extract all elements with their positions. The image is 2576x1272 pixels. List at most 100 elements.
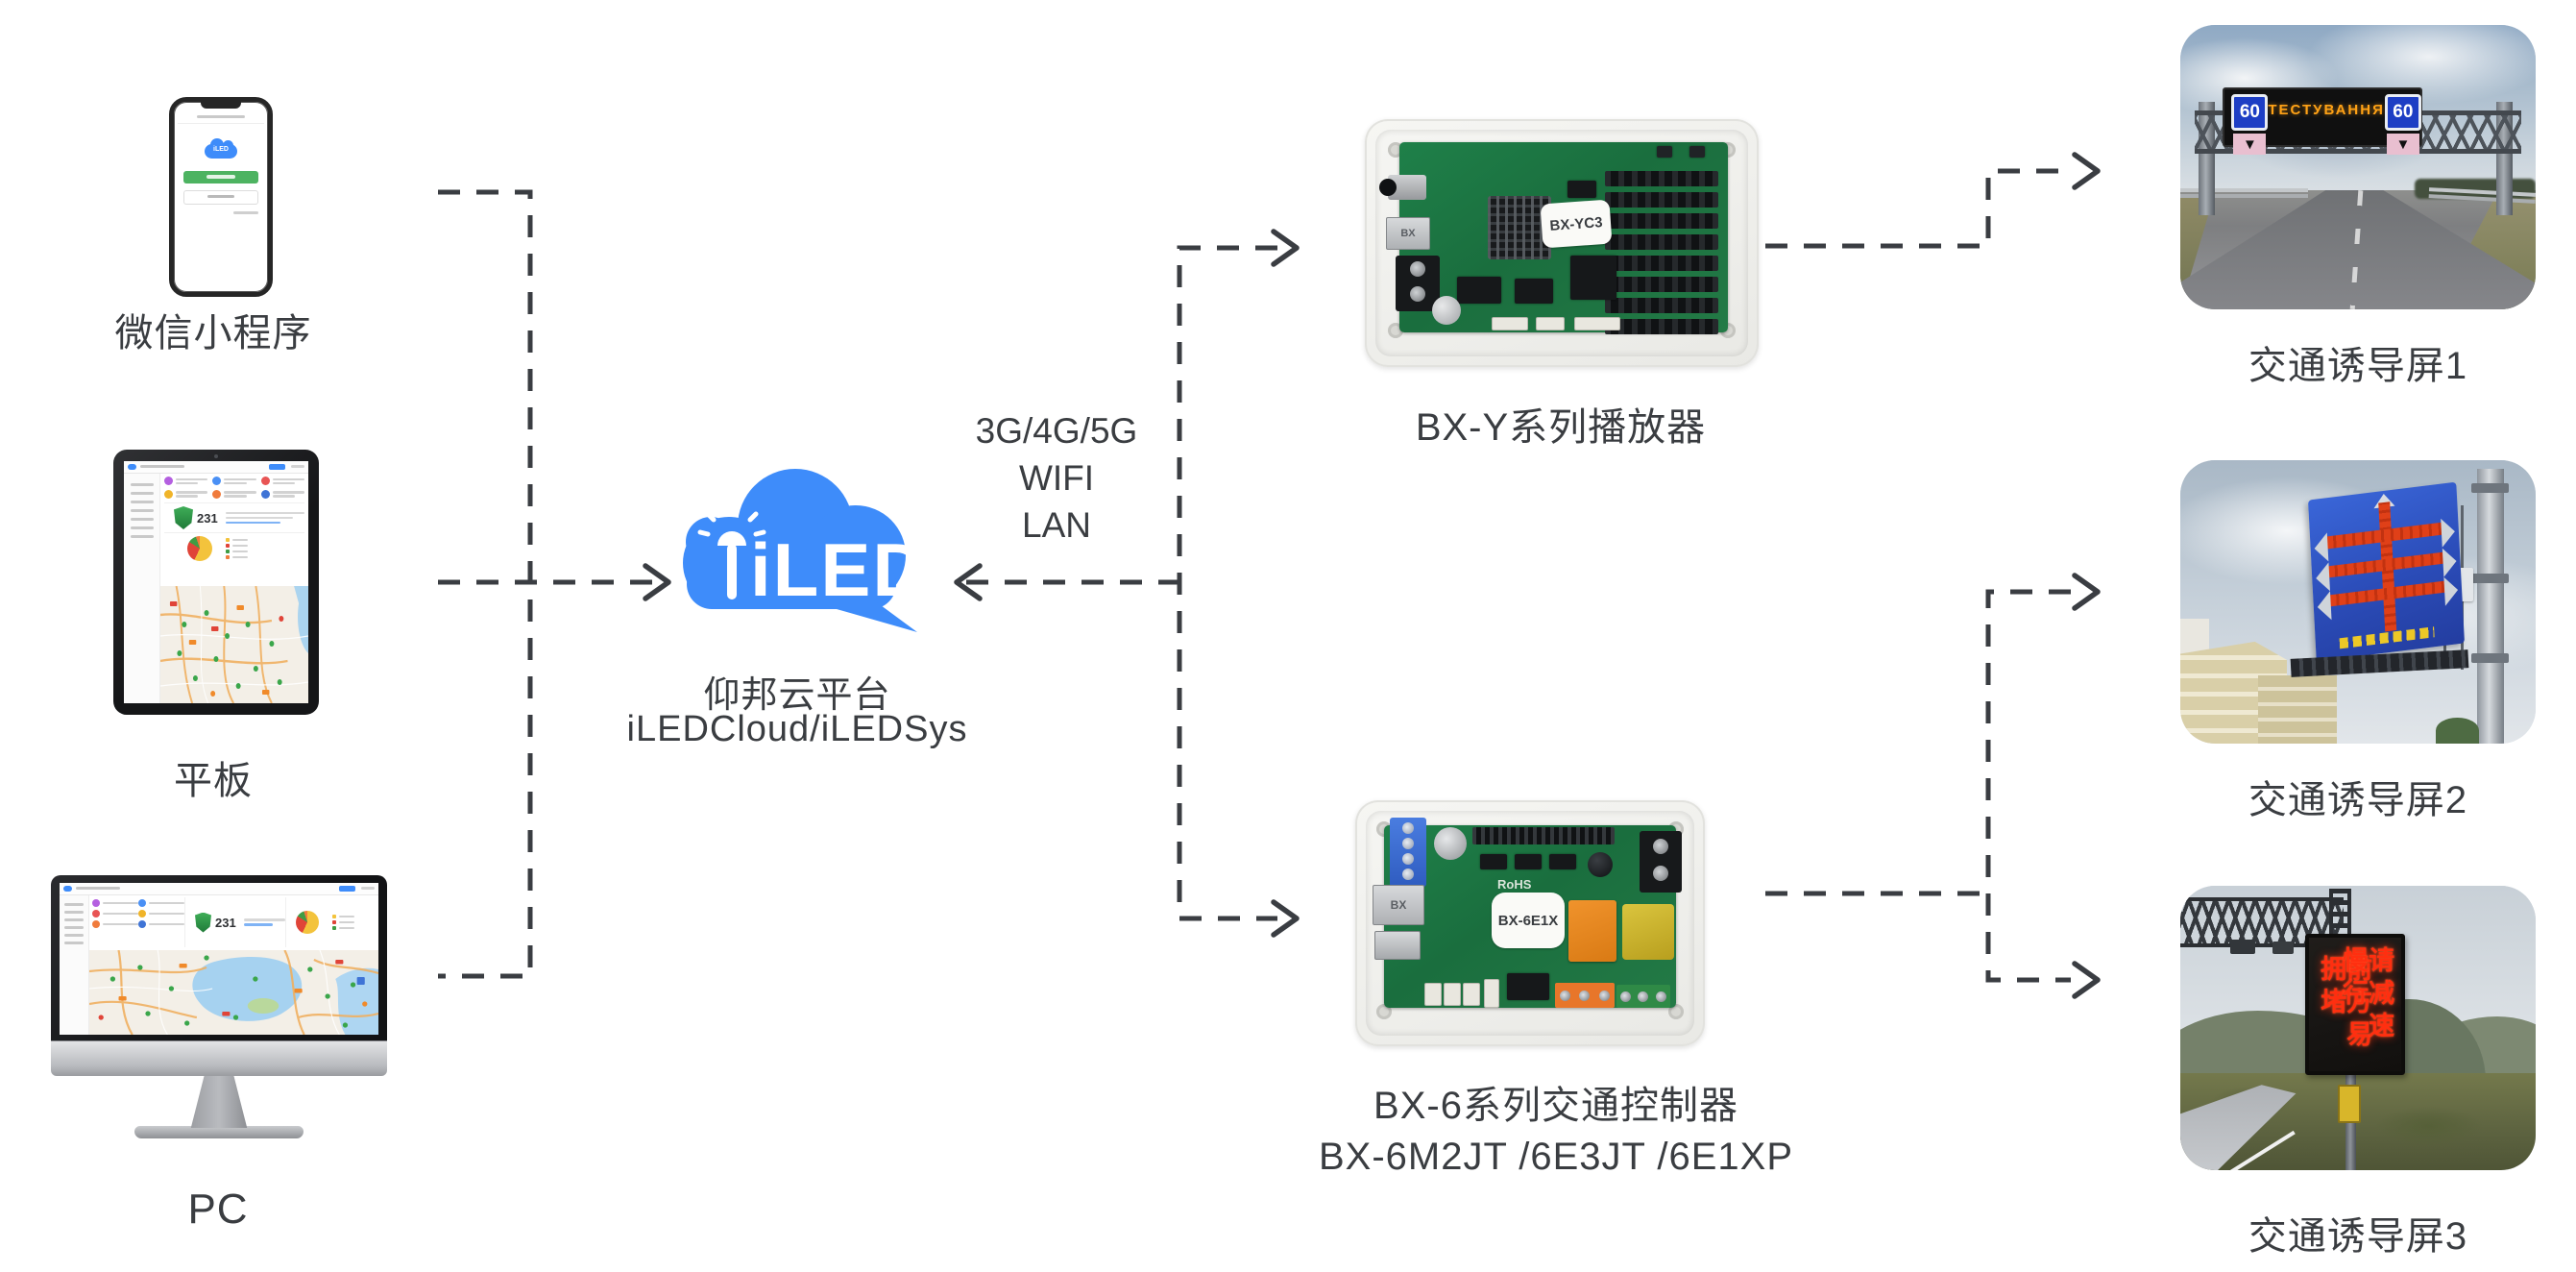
stat-row xyxy=(164,477,304,486)
uplink-line-2: WIFI xyxy=(1018,458,1095,498)
shield-icon xyxy=(195,912,211,933)
online-count: 231 xyxy=(215,915,236,930)
arrowhead-to-bx6 xyxy=(1271,899,1300,938)
led-sign: 前方易拥堵 请减速慢行 xyxy=(2304,934,2405,1076)
wire-player-to-screen1 xyxy=(1765,168,2071,249)
ethernet-port: BX xyxy=(1373,885,1424,925)
relay xyxy=(1568,900,1616,962)
tablet-camera xyxy=(214,454,218,458)
usb-port xyxy=(1374,931,1421,960)
coin-battery xyxy=(1432,296,1461,325)
arrowhead-to-screen3 xyxy=(2072,961,2101,999)
speed-limit-60: 60 xyxy=(2384,94,2421,132)
stat-grid xyxy=(92,897,184,947)
pc-screen: 231 xyxy=(51,875,387,1040)
map-image xyxy=(159,585,308,703)
arrowhead-to-player xyxy=(1271,229,1300,267)
cert-marking: RoHS xyxy=(1497,877,1532,892)
pin-header xyxy=(1472,827,1615,844)
pole-clamp xyxy=(2471,482,2510,493)
cloud-logo-icon xyxy=(128,464,136,470)
map-panel xyxy=(159,585,308,703)
label-pc: PC xyxy=(187,1186,249,1233)
label-screen3: 交通诱导屏3 xyxy=(2248,1215,2468,1258)
pie-legend xyxy=(332,913,354,932)
label-screen1: 交通诱导屏1 xyxy=(2248,345,2468,387)
dashboard-navbar xyxy=(124,461,308,474)
pc-stand-base xyxy=(134,1126,304,1138)
building xyxy=(2258,675,2337,744)
board-marking: BX-6E1X xyxy=(1492,893,1565,948)
blue-terminal-block xyxy=(1390,818,1426,887)
down-arrow-icon: ▼ xyxy=(2242,135,2257,153)
guidance-led-board xyxy=(2307,482,2466,662)
cloud-logo-text: iLED xyxy=(750,527,929,612)
cloud-subtitle: iLEDCloud/iLEDSys xyxy=(626,709,968,749)
dashboard-sidebar xyxy=(60,895,89,1035)
pie-chart xyxy=(296,911,319,934)
bx6-controller-board: RoHS BX-6E1X BX xyxy=(1355,800,1705,1046)
led-sign: 60 ▼ ТЕСТУВАННЯ 60 ▼ xyxy=(2223,87,2422,156)
tree xyxy=(2436,718,2479,744)
power-jack xyxy=(1379,175,1426,200)
pie-panel xyxy=(164,533,304,564)
traffic-screen1-photo: 60 ▼ ТЕСТУВАННЯ 60 ▼ xyxy=(2180,25,2536,309)
shield-panel: 231 xyxy=(164,502,304,533)
uplink-label: 3G/4G/5G WIFI LAN xyxy=(914,407,1199,549)
sign-pole xyxy=(2476,468,2504,744)
phone-fineprint xyxy=(233,211,258,214)
pc-device: 231 xyxy=(51,875,387,1138)
heatsink xyxy=(1488,196,1551,259)
arrowhead-to-screen1 xyxy=(2072,152,2101,190)
mounting-screw xyxy=(1434,827,1467,860)
map-image xyxy=(88,949,378,1035)
led-bulb-icon xyxy=(697,502,766,599)
pie-panel xyxy=(285,897,376,947)
online-count: 231 xyxy=(197,510,218,526)
phone-notch xyxy=(201,101,241,109)
label-bxy-player: BX-Y系列播放器 xyxy=(1415,406,1707,449)
dashboard-main: 231 xyxy=(159,474,308,703)
map-panel xyxy=(88,949,378,1035)
pie-legend xyxy=(226,536,248,561)
dashboard-sidebar xyxy=(124,474,160,703)
pc-chin xyxy=(51,1040,387,1076)
hub-connectors xyxy=(1605,171,1718,340)
guardrail xyxy=(2180,188,2309,193)
capacitor xyxy=(1588,852,1613,877)
label-wechat-miniprogram: 微信小程序 xyxy=(114,312,312,355)
led-text-column-right: 请减速慢行 xyxy=(2339,945,2394,1044)
down-arrow-icon: ▼ xyxy=(2395,135,2411,153)
phone-device: iLED xyxy=(169,97,273,297)
stat-row xyxy=(164,489,304,500)
shield-panel: 231 xyxy=(184,897,285,947)
cloud-title: 仰邦云平台 xyxy=(703,675,891,716)
board-marking: BX-YC3 xyxy=(1540,199,1613,249)
wire-bx6-screens-trunk xyxy=(1985,589,2071,983)
traffic-screen2-photo xyxy=(2180,460,2536,744)
wire-phone-pc-trunk xyxy=(438,189,533,979)
cloud-logo-icon xyxy=(63,886,72,892)
label-screen2: 交通诱导屏2 xyxy=(2248,779,2468,821)
pcb: RoHS BX-6E1X BX xyxy=(1373,818,1682,1008)
uplink-line-1: 3G/4G/5G xyxy=(975,411,1138,451)
iled-logo-text: iLED xyxy=(213,146,229,153)
arrowhead-into-cloud-right xyxy=(954,563,983,601)
bxy-player-board: BX-YC3 BX xyxy=(1365,119,1759,367)
speed-sign-right: 60 ▼ xyxy=(2384,94,2421,156)
account-login-button xyxy=(183,190,258,205)
wire-controller-trunk xyxy=(1177,245,1277,921)
camera xyxy=(2229,940,2255,955)
power-terminal xyxy=(1640,831,1682,893)
pc-stand-neck xyxy=(190,1076,248,1128)
speed-sign-left: 60 ▼ xyxy=(2231,94,2269,156)
traffic-screen3-photo: 前方易拥堵 请减速慢行 xyxy=(2180,886,2536,1170)
pole-clamp xyxy=(2471,652,2510,663)
iled-cloud-logo: iLED xyxy=(683,469,929,632)
label-bx6-models: BX-6M2JT /6E3JT /6E1XP xyxy=(1318,1136,1794,1178)
led-text-column-left: 前方易拥堵 xyxy=(2317,955,2372,1054)
shield-icon xyxy=(174,506,193,529)
tablet-device: 231 xyxy=(113,450,319,715)
pole-clamp xyxy=(2471,574,2510,583)
